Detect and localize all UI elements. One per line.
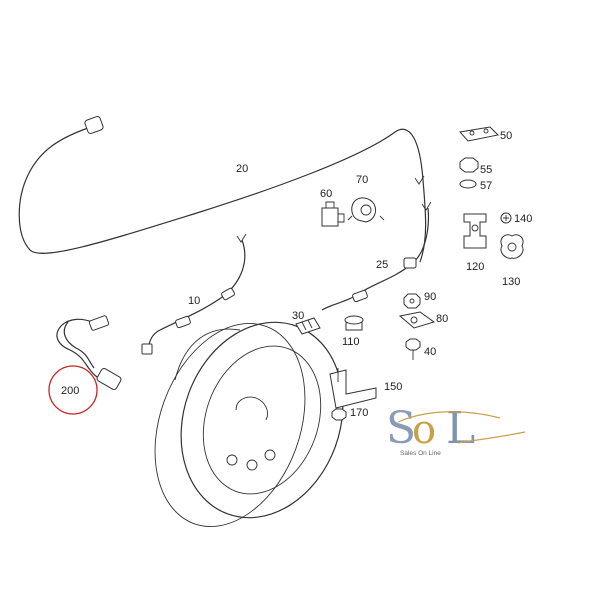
holder-120 [463, 213, 487, 249]
label-120: 120 [466, 261, 484, 273]
brake-drum [154, 321, 344, 527]
bracket-80 [398, 311, 436, 329]
cable-10 [141, 233, 247, 355]
logo-letter-l: L [446, 403, 475, 454]
label-57: 57 [480, 180, 492, 192]
sol-logo: S o L Sales On Line [386, 403, 526, 457]
bracket-150 [329, 368, 377, 409]
logo-letter-s: S [386, 403, 416, 454]
clip-30 [295, 317, 321, 335]
highlight-200: 200 [48, 365, 98, 415]
clip-130 [500, 234, 524, 259]
label-200: 200 [61, 385, 79, 397]
label-25: 25 [376, 259, 388, 271]
grommet-110 [344, 315, 364, 331]
label-40: 40 [424, 346, 436, 358]
label-90: 90 [424, 291, 436, 303]
label-55: 55 [480, 164, 492, 176]
label-50: 50 [500, 130, 512, 142]
nut-170 [331, 408, 347, 421]
label-10: 10 [188, 295, 200, 307]
logo-tagline: Sales On Line [400, 450, 441, 457]
clip-60 [321, 201, 345, 227]
label-150: 150 [384, 381, 402, 393]
sensor-200 [56, 315, 122, 390]
label-70: 70 [356, 174, 368, 186]
label-20: 20 [236, 163, 248, 175]
bolt-90 [403, 293, 421, 309]
clip-70 [347, 197, 385, 223]
bolt-40 [405, 338, 421, 360]
bolt-140 [500, 212, 512, 224]
label-140: 140 [514, 213, 532, 225]
label-170: 170 [350, 407, 368, 419]
label-30: 30 [292, 310, 304, 322]
nut-55 [459, 157, 479, 173]
label-60: 60 [320, 188, 332, 200]
washer-57 [459, 179, 477, 189]
label-130: 130 [502, 276, 520, 288]
bracket-50 [459, 126, 500, 142]
cable-20 [18, 116, 427, 263]
cable-25 [321, 201, 432, 311]
label-80: 80 [436, 313, 448, 325]
label-110: 110 [342, 336, 360, 348]
